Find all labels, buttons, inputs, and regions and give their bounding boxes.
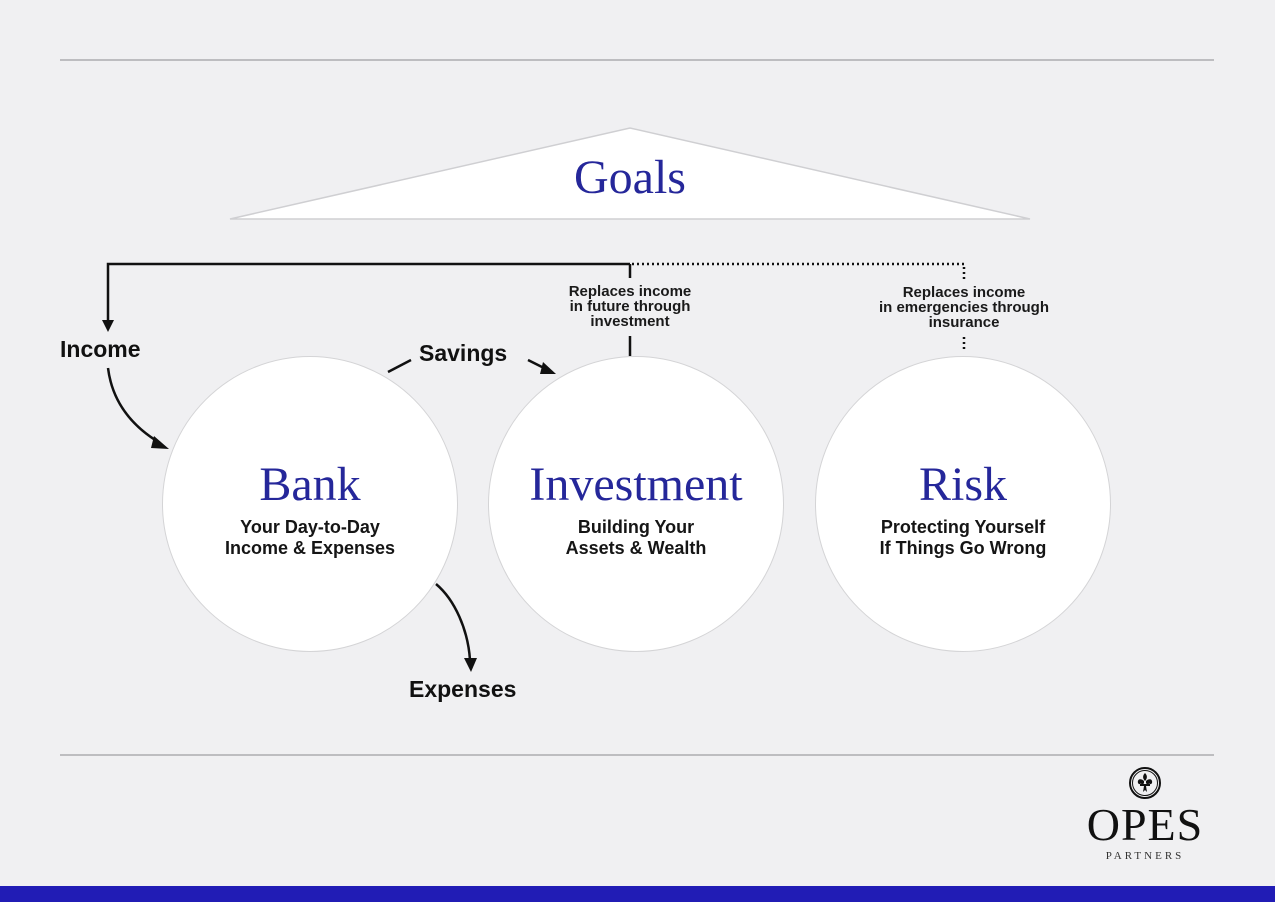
brand-footer-bar: [0, 886, 1275, 902]
pillar-risk: Risk Protecting Yourself If Things Go Wr…: [815, 356, 1111, 652]
risk-note: Replaces income in emergencies through i…: [878, 284, 1050, 331]
income-return-line: [106, 262, 630, 322]
income-curve-arrow: [106, 367, 161, 445]
pillar-title: Bank: [259, 458, 361, 511]
investment-note: Replaces income in future through invest…: [568, 283, 692, 330]
pillar-investment: Investment Building Your Assets & Wealth: [488, 356, 784, 652]
goals-roof: [229, 127, 1031, 220]
fleur-de-lis-icon: [1129, 767, 1161, 799]
pillar-subtitle: Your Day-to-Day Income & Expenses: [224, 517, 396, 558]
pillar-title: Investment: [529, 458, 743, 511]
income-label: Income: [60, 336, 141, 362]
expenses-curve-arrow: [435, 583, 472, 661]
expenses-label: Expenses: [409, 676, 517, 702]
pillar-subtitle: Building Your Assets & Wealth: [565, 517, 707, 558]
pillar-bank: Bank Your Day-to-Day Income & Expenses: [162, 356, 458, 652]
income-arrowhead: [102, 320, 114, 332]
savings-left-stroke: [387, 358, 412, 374]
logo-subtitle: PARTNERS: [1105, 850, 1185, 862]
top-divider: [60, 59, 1214, 61]
logo-wordmark: OPES: [1086, 799, 1204, 850]
savings-label: Savings: [419, 340, 508, 366]
pillar-title: Risk: [918, 458, 1008, 511]
opes-partners-logo: OPES PARTNERS: [1070, 766, 1220, 862]
bottom-divider: [60, 754, 1214, 756]
pillar-subtitle: Protecting Yourself If Things Go Wrong: [879, 517, 1047, 558]
goals-title: Goals: [574, 151, 686, 204]
risk-dotted-line: [632, 262, 966, 282]
